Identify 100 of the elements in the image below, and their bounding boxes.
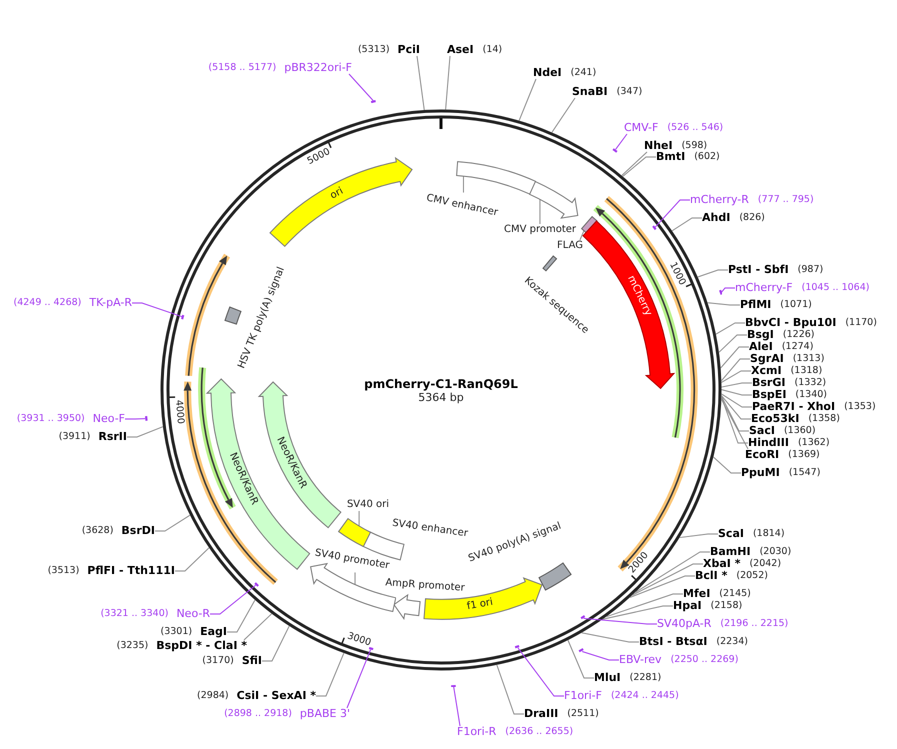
cut-site-position: (3170) <box>202 655 234 667</box>
leader-line <box>244 613 272 640</box>
cut-site-position: (3301) <box>160 626 192 638</box>
leader-line <box>720 382 752 388</box>
primer-mark <box>578 648 585 653</box>
cut-site-position: (1170) <box>845 317 877 329</box>
leader-line <box>210 584 256 614</box>
leader-line <box>316 652 344 696</box>
leader-line <box>606 594 684 618</box>
feature-block <box>338 518 371 548</box>
primer-name: Neo-R <box>176 608 210 620</box>
cut-site-position: (1360) <box>784 425 816 437</box>
cut-site-position: (1353) <box>844 401 876 413</box>
leader-line <box>154 514 190 532</box>
leader-line <box>720 346 750 368</box>
feature-block <box>456 160 536 195</box>
enzyme-name: PciI <box>398 44 420 56</box>
leader-line <box>615 134 628 150</box>
enzyme-name: DraIII <box>524 708 558 720</box>
enzyme-name: BspDI * - ClaI * <box>156 640 247 652</box>
cut-site-position: (1358) <box>808 413 840 425</box>
primer-mark <box>580 615 586 620</box>
leader-line <box>539 198 540 224</box>
primer-position: (5158 .. 5177) <box>208 62 276 74</box>
primer-position: (3931 .. 3950) <box>16 413 85 425</box>
cut-site-position: (826) <box>739 212 765 224</box>
cut-site-position: (1362) <box>798 437 830 449</box>
primer-name: CMV-F <box>624 122 658 134</box>
leader-line <box>707 302 740 306</box>
enzyme-name: XcmI <box>751 365 782 377</box>
cut-site-position: (1369) <box>788 449 820 461</box>
primer-mark <box>450 684 458 687</box>
primer-name: mCherry-R <box>690 194 749 206</box>
leader-line <box>697 270 728 278</box>
leader-line <box>720 358 750 382</box>
primer-position: (2636 .. 2655) <box>505 726 574 738</box>
cut-site-position: (1274) <box>782 341 814 353</box>
leader-line <box>453 686 460 726</box>
enzyme-name: AleI <box>749 341 773 353</box>
primer-position: (4249 .. 4268) <box>14 297 82 309</box>
plasmid-size: 5364 bp <box>418 392 464 404</box>
cut-site-position: (5313) <box>358 44 390 56</box>
enzyme-name: SgrAI <box>750 353 784 365</box>
enzyme-name: SacI <box>749 425 775 437</box>
cut-site-position: (2052) <box>736 570 768 582</box>
primer-name: pBABE 3' <box>300 708 350 720</box>
enzyme-name: BmtI <box>656 151 686 163</box>
primer-mark <box>652 225 657 231</box>
leader-line <box>174 547 210 572</box>
cut-site-position: (2158) <box>710 600 742 612</box>
enzyme-name: BclI * <box>695 570 728 582</box>
cut-site-position: (1332) <box>794 377 826 389</box>
leader-line <box>720 370 752 383</box>
cut-site-position: (987) <box>798 264 824 276</box>
leader-line <box>718 334 748 353</box>
leader-line <box>124 418 146 420</box>
tick-label: 4000 <box>172 399 186 424</box>
leader-line <box>354 572 356 586</box>
primer-position: (2196 .. 2215) <box>720 618 788 630</box>
leader-line <box>629 576 696 598</box>
leader-line <box>226 599 256 632</box>
cut-site-position: (2030) <box>760 546 792 558</box>
leader-line <box>358 510 360 527</box>
cut-site-position: (3628) <box>82 525 114 537</box>
enzyme-name: PflFI - Tth111I <box>87 565 175 577</box>
cut-site-position: (2511) <box>567 708 599 720</box>
cut-site-position: (3911) <box>58 431 90 443</box>
primer-mark <box>254 582 260 587</box>
primer-position: (526 .. 546) <box>667 122 724 134</box>
leader-line <box>721 389 752 396</box>
leader-line <box>720 395 752 420</box>
leader-line <box>721 288 736 293</box>
primer-mark <box>181 314 185 320</box>
enzyme-name: EagI <box>200 626 227 638</box>
leader-line <box>348 74 374 102</box>
enzyme-name: AhdI <box>702 212 730 224</box>
enzyme-name: SnaBI <box>572 86 608 98</box>
leader-line <box>654 200 690 228</box>
enzyme-name: CsiI - SexAI * <box>236 690 316 702</box>
leader-line <box>715 322 746 335</box>
primer-name: F1ori-R <box>457 726 496 738</box>
primer-name: mCherry-F <box>735 282 793 294</box>
enzyme-name: BsgI <box>747 329 774 341</box>
leader-line <box>634 552 710 594</box>
leader-line <box>720 393 752 408</box>
enzyme-name: BsrDI <box>121 525 155 537</box>
primer-name: EBV-rev <box>619 654 662 666</box>
primer-position: (2898 .. 2918) <box>224 708 292 720</box>
enzyme-name: HpaI <box>673 600 702 612</box>
cut-site-position: (2042) <box>749 558 782 570</box>
leader-line <box>518 78 536 122</box>
cut-site-position: (2281) <box>630 672 662 684</box>
leader-line <box>445 56 450 110</box>
enzyme-name: RsrII <box>98 431 127 443</box>
leader-line <box>567 640 594 678</box>
enzyme-name: HindIII <box>748 437 789 449</box>
enzyme-name: SfiI <box>242 655 262 667</box>
primer-position: (2424 .. 2445) <box>610 690 679 702</box>
cut-site-position: (14) <box>482 44 502 56</box>
enzyme-name: EcoRI <box>745 449 780 461</box>
